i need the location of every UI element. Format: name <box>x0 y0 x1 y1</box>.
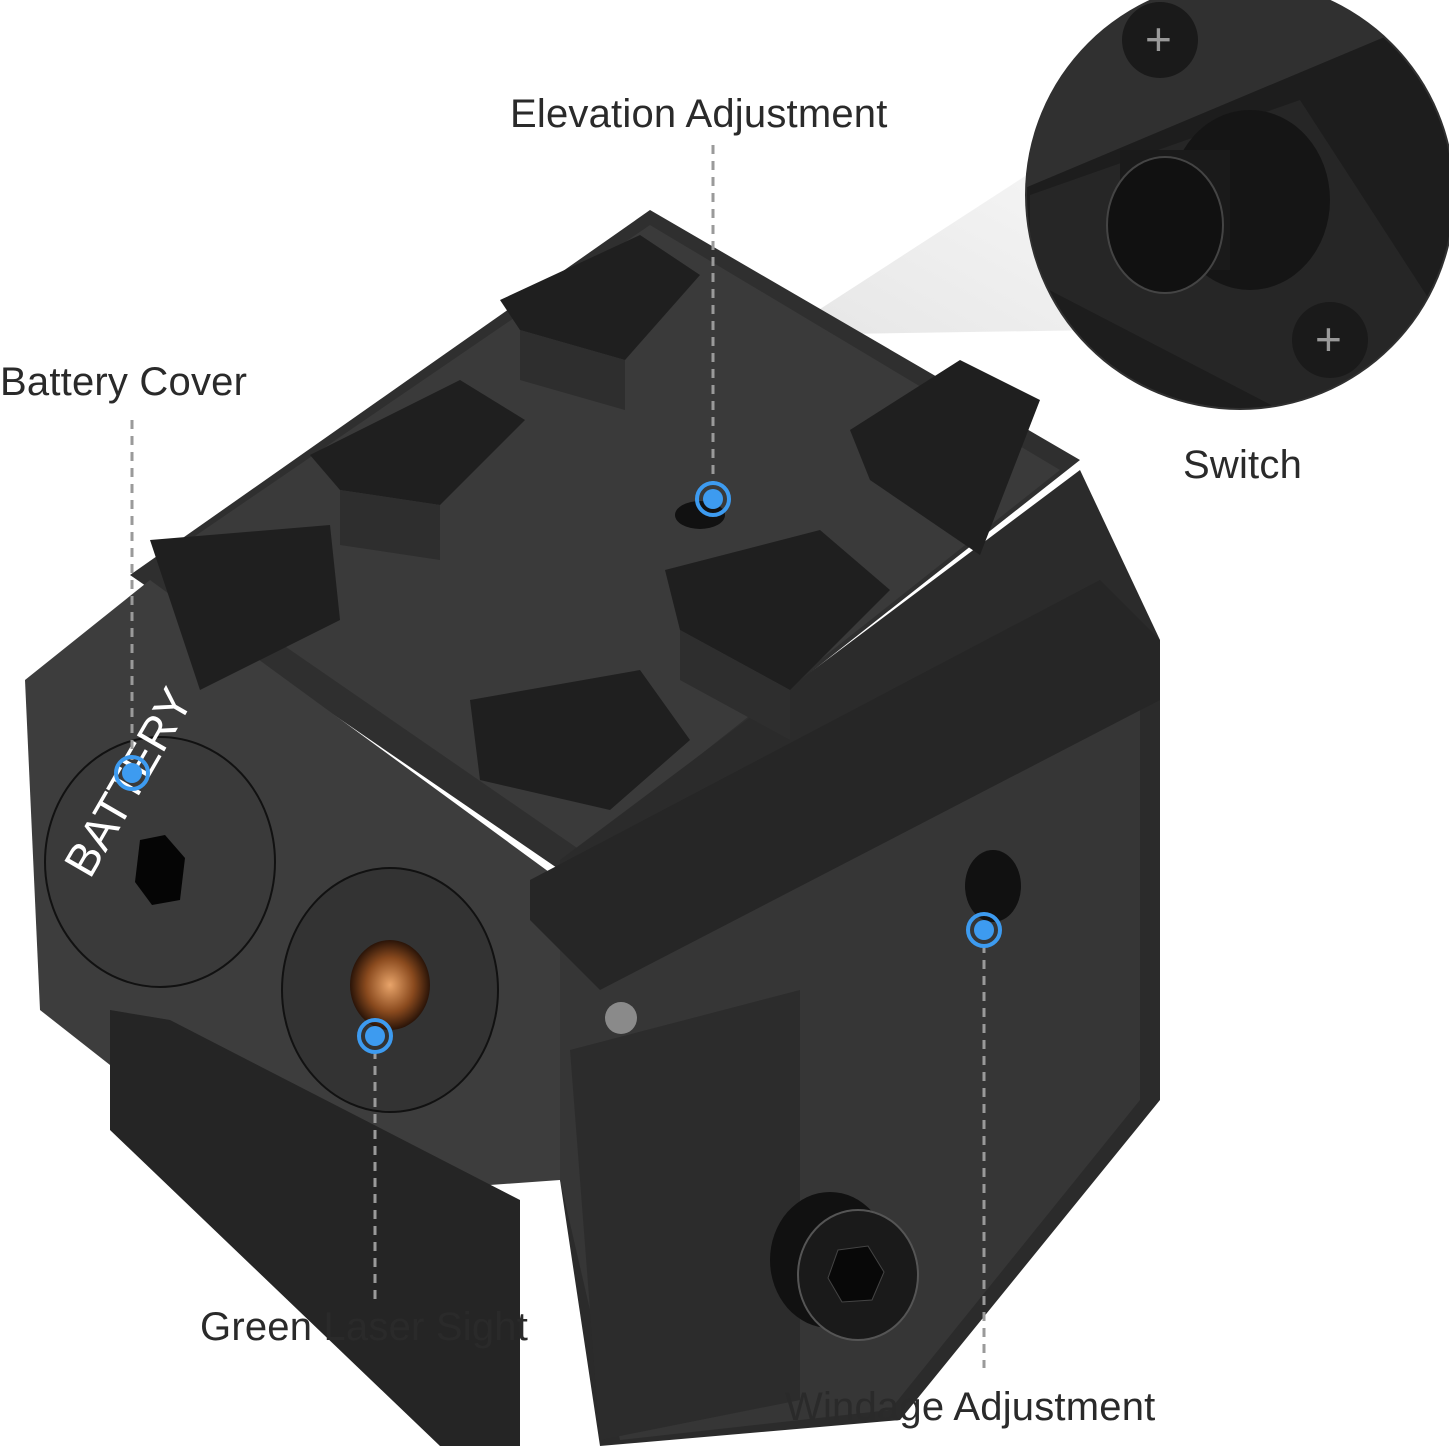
label-switch: Switch <box>1183 443 1303 487</box>
label-battery-cover: Battery Cover <box>0 360 248 404</box>
marker-battery <box>114 755 150 791</box>
switch-inset: + + <box>1025 0 1449 410</box>
laser-lens <box>350 940 430 1030</box>
clamp-screw <box>770 1192 919 1341</box>
label-windage-adjustment: Windage Adjustment <box>785 1385 1156 1429</box>
leader-lines <box>130 145 986 1368</box>
marker-elevation <box>695 481 731 517</box>
laser-sight-device: BATTERY <box>25 210 1160 1446</box>
svg-text:+: + <box>1315 313 1342 365</box>
marker-windage <box>966 912 1002 948</box>
callout-beam <box>780 160 1100 335</box>
svg-text:+: + <box>1145 13 1172 65</box>
label-green-laser-sight: Green Laser Sight <box>200 1305 529 1349</box>
marker-laser <box>357 1018 393 1054</box>
label-elevation-adjustment: Elevation Adjustment <box>510 92 888 136</box>
